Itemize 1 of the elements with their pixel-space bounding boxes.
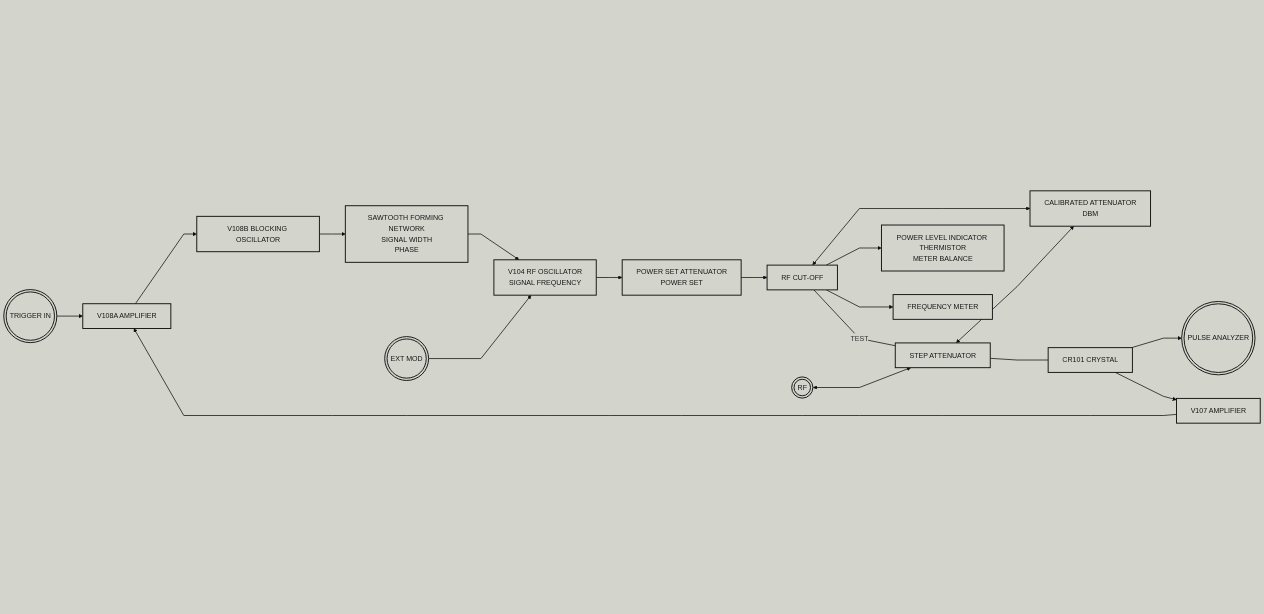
connector (989, 357, 1049, 361)
